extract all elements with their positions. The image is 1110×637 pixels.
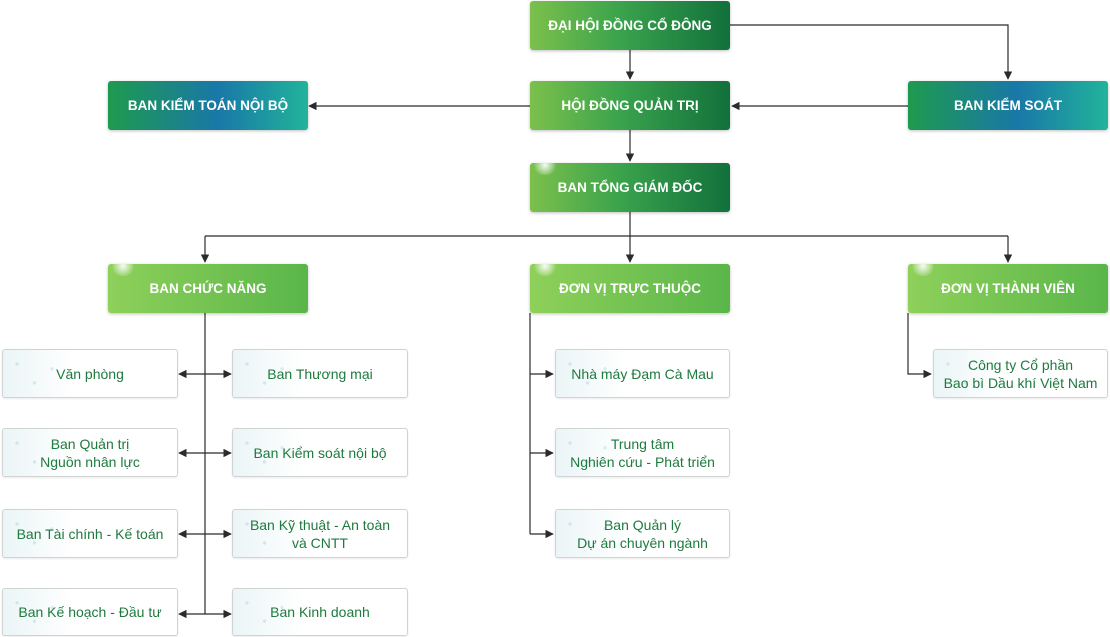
edge-shareholders-supervisory — [730, 24, 1013, 80]
node-affiliated-label: ĐƠN VỊ TRỰC THUỘC — [559, 281, 701, 296]
node-affiliated: ĐƠN VỊ TRỰC THUỘC — [530, 264, 730, 313]
dept-kiem-soat-noi-bo: Ban Kiểm soát nội bộ — [232, 428, 408, 477]
node-internal-audit-label: BAN KIỂM TOÁN NỘI BỘ — [127, 98, 289, 113]
dept-ke-hoach-dau-tu: Ban Kế hoạch - Đầu tư — [2, 588, 178, 636]
edge-members-unit — [907, 313, 932, 379]
dept-label: Ban Kỹ thuật - An toàn và CNTT — [249, 516, 391, 551]
member-bao-bi-dau-khi: Công ty Cổ phần Bao bì Dầu khí Việt Nam — [933, 349, 1108, 398]
dept-label: Ban Kiểm soát nội bộ — [253, 444, 387, 461]
unit-ban-quan-ly-du-an: Ban Quản lý Dự án chuyên ngành — [555, 509, 730, 558]
dept-van-phong: Văn phòng — [2, 349, 178, 398]
dept-label: Ban Kế hoạch - Đầu tư — [18, 604, 162, 620]
node-supervisory: BAN KIỂM SOÁT — [908, 81, 1108, 130]
node-supervisory-label: BAN KIỂM SOÁT — [954, 98, 1062, 113]
node-internal-audit: BAN KIỂM TOÁN NỘI BỘ — [108, 81, 308, 130]
dept-tai-chinh-ke-toan: Ban Tài chính - Kế toán — [2, 509, 178, 558]
node-board: HỘI ĐỒNG QUẢN TRỊ — [530, 81, 730, 130]
dept-kinh-doanh: Ban Kinh doanh — [232, 588, 408, 636]
member-label: Công ty Cổ phần Bao bì Dầu khí Việt Nam — [943, 356, 1098, 391]
dept-ky-thuat-an-toan-cntt: Ban Kỹ thuật - An toàn và CNTT — [232, 509, 408, 558]
node-ceo-label: BAN TỔNG GIÁM ĐỐC — [557, 180, 703, 195]
node-functional: BAN CHỨC NĂNG — [108, 264, 308, 313]
node-shareholders-label: ĐẠI HỘI ĐỒNG CỔ ĐÔNG — [548, 18, 712, 33]
node-shareholders: ĐẠI HỘI ĐỒNG CỔ ĐÔNG — [530, 1, 730, 50]
dept-quan-tri-nhan-luc: Ban Quản trị Nguồn nhân lực — [2, 428, 178, 477]
dept-thuong-mai: Ban Thương mại — [232, 349, 408, 398]
node-functional-label: BAN CHỨC NĂNG — [149, 281, 267, 296]
unit-label: Trung tâm Nghiên cứu - Phát triển — [570, 435, 715, 470]
dept-label: Ban Quản trị Nguồn nhân lực — [40, 435, 140, 470]
dept-label: Văn phòng — [56, 365, 124, 382]
node-members-label: ĐƠN VỊ THÀNH VIÊN — [941, 281, 1075, 296]
unit-label: Nhà máy Đạm Cà Mau — [571, 365, 714, 382]
node-ceo: BAN TỔNG GIÁM ĐỐC — [530, 163, 730, 212]
node-board-label: HỘI ĐỒNG QUẢN TRỊ — [561, 98, 699, 113]
unit-trung-tam-nghien-cuu: Trung tâm Nghiên cứu - Phát triển — [555, 428, 730, 477]
node-members: ĐƠN VỊ THÀNH VIÊN — [908, 264, 1108, 313]
unit-label: Ban Quản lý Dự án chuyên ngành — [577, 516, 708, 551]
dept-label: Ban Tài chính - Kế toán — [16, 525, 164, 542]
unit-nha-may-dam-ca-mau: Nhà máy Đạm Cà Mau — [555, 349, 730, 398]
dept-label: Ban Thương mại — [267, 365, 373, 382]
dept-label: Ban Kinh doanh — [270, 604, 370, 620]
